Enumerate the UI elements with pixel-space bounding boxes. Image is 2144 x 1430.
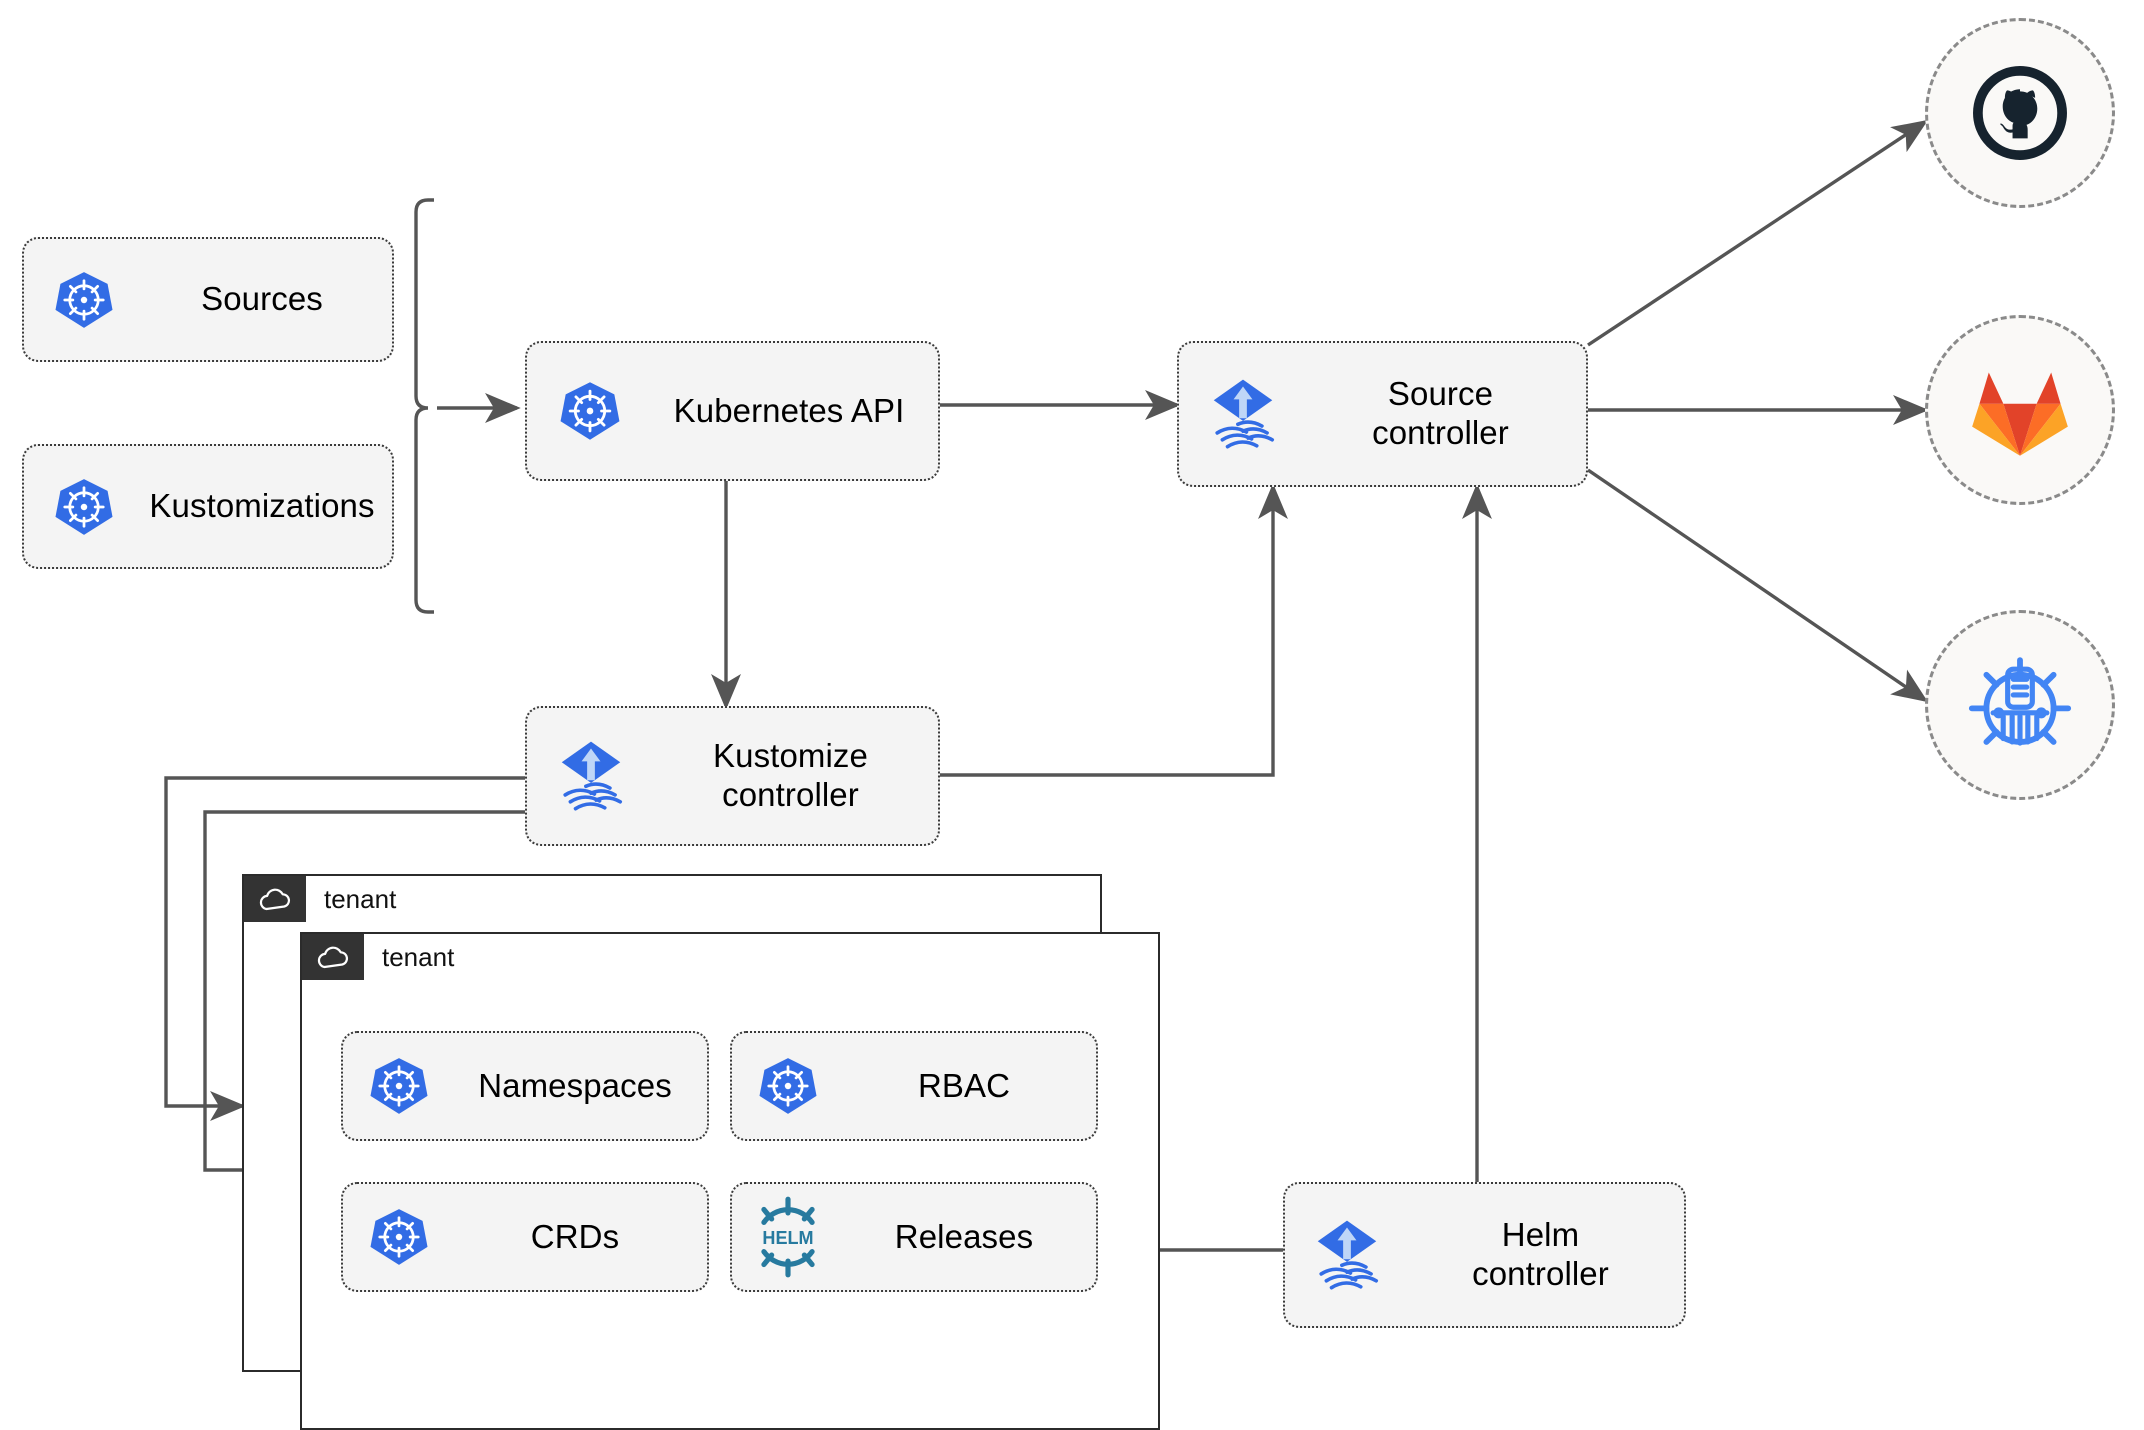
resource-label: Sources	[201, 280, 323, 318]
node-label-line1: Source	[1387, 375, 1494, 413]
kubernetes-icon	[24, 476, 144, 538]
provider-circle-github[interactable]	[1925, 18, 2115, 208]
github-icon	[1973, 66, 2067, 160]
tenant-container-front[interactable]: tenant	[300, 932, 1160, 1430]
kubernetes-icon	[24, 269, 144, 331]
kubernetes-icon	[732, 1055, 844, 1117]
cloud-icon	[244, 876, 306, 922]
resource-box-crds[interactable]: CRDs	[341, 1182, 709, 1292]
tenant-header: tenant	[302, 934, 454, 980]
helm-icon: HELM	[732, 1194, 844, 1280]
tenant-name-label: tenant	[324, 883, 397, 914]
provider-circle-harbor[interactable]	[1925, 610, 2115, 800]
node-helm-controller[interactable]: Helm controller	[1283, 1182, 1686, 1328]
resource-box-rbac[interactable]: RBAC	[730, 1031, 1098, 1141]
resource-label: CRDs	[530, 1217, 620, 1255]
node-label-line1: Helm	[1501, 1216, 1580, 1254]
wire-sourcectrl-github	[1587, 119, 1929, 347]
tenant-name-label: tenant	[382, 941, 455, 972]
resource-label: Kustomizations	[149, 487, 375, 525]
tenant-header: tenant	[244, 876, 396, 922]
node-label: Kustomize controller	[655, 737, 938, 815]
wire-sourcectrl-harbor	[1587, 468, 1929, 703]
provider-circle-gitlab[interactable]	[1925, 315, 2115, 505]
cloud-icon	[302, 934, 364, 980]
node-label-line2: controller	[722, 776, 859, 813]
resource-box-namespaces[interactable]: Namespaces	[341, 1031, 709, 1141]
node-label-line2: controller	[1472, 1255, 1609, 1292]
resource-box-sources[interactable]: Sources	[22, 237, 394, 362]
node-label: Helm controller	[1409, 1216, 1684, 1294]
kubernetes-icon	[343, 1055, 455, 1117]
node-label: Source controller	[1307, 375, 1586, 453]
node-kustomize-controller[interactable]: Kustomize controller	[525, 706, 940, 846]
node-kubernetes-api[interactable]: Kubernetes API	[525, 341, 940, 481]
node-source-controller[interactable]: Source controller	[1177, 341, 1588, 487]
wire-kustomizectrl-sourcectrl	[940, 483, 1288, 777]
node-label: Kubernetes API	[673, 391, 905, 429]
harbor-icon	[1968, 657, 2072, 746]
resource-box-releases[interactable]: HELM Releases	[730, 1182, 1098, 1292]
flux-icon	[1285, 1212, 1409, 1298]
resource-box-kustomizations[interactable]: Kustomizations	[22, 444, 394, 569]
kubernetes-icon	[343, 1206, 455, 1268]
resource-label: RBAC	[917, 1066, 1011, 1104]
node-label-line2: controller	[1372, 414, 1509, 451]
kubernetes-icon	[527, 379, 652, 443]
gitlab-icon	[1972, 372, 2068, 456]
bracket-body	[414, 212, 434, 614]
node-label-line1: Kustomize	[713, 737, 868, 775]
svg-text:HELM: HELM	[762, 1228, 813, 1248]
resource-label: Releases	[894, 1217, 1034, 1255]
flux-icon	[1179, 371, 1307, 457]
bracket-top-hook	[414, 198, 434, 213]
flux-icon	[527, 733, 655, 819]
resource-label: Namespaces	[478, 1066, 672, 1104]
